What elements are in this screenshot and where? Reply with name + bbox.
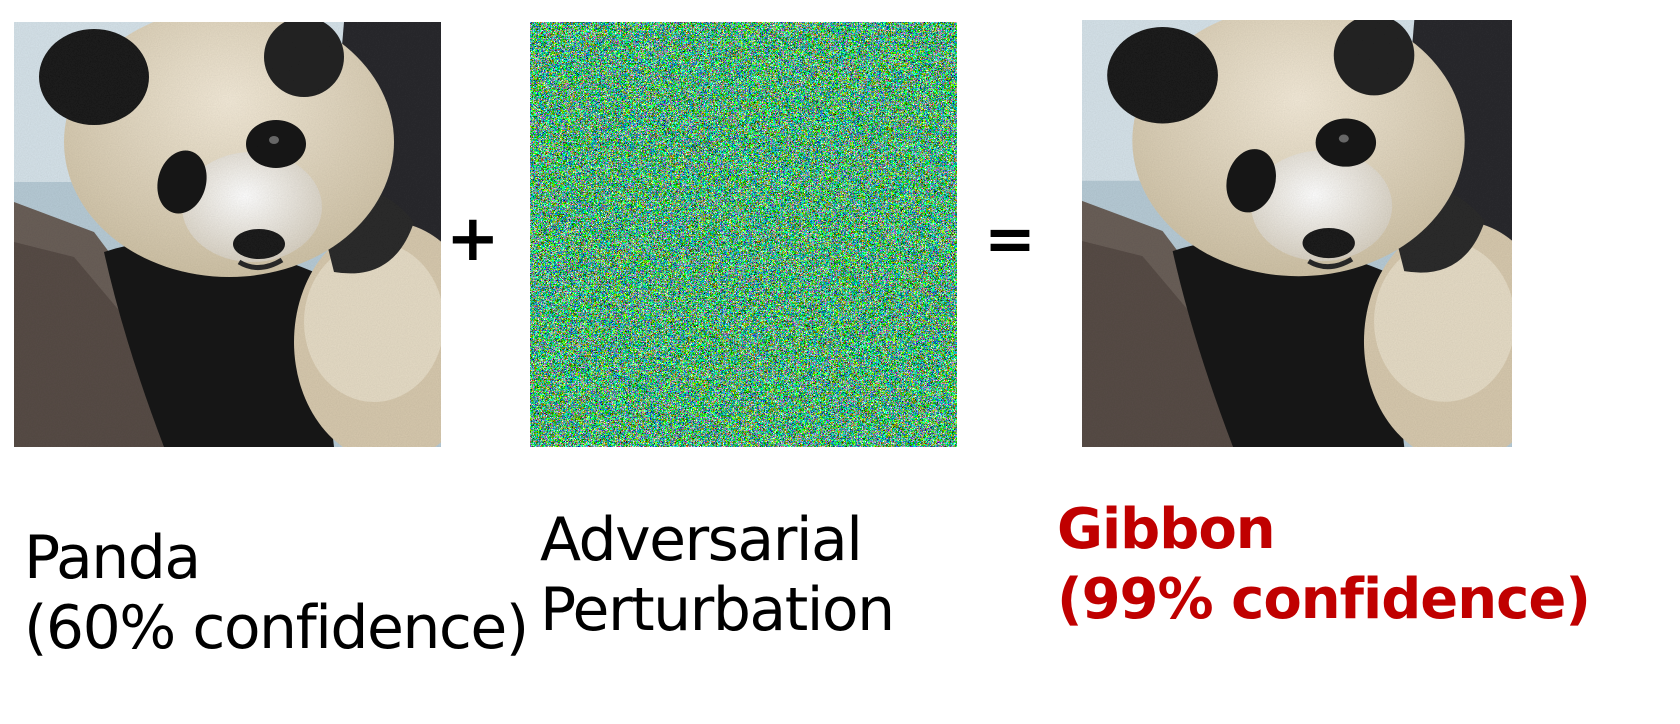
panda-image: [14, 22, 441, 447]
perturbation-caption: Adversarial Perturbation: [540, 505, 895, 645]
gibbon-label: Gibbon: [1057, 497, 1276, 562]
gibbon-confidence: (99% confidence): [1057, 567, 1591, 632]
perturbation-line2: Perturbation: [540, 575, 895, 645]
gibbon-caption: Gibbon (99% confidence): [1057, 495, 1591, 635]
perturbation-line1: Adversarial: [540, 505, 863, 575]
panda-caption: Panda (60% confidence): [24, 523, 529, 663]
equals-sign: =: [984, 202, 1036, 275]
panda-label: Panda: [24, 523, 201, 593]
panda-confidence: (60% confidence): [24, 593, 529, 663]
adversarial-noise-image: [530, 22, 957, 447]
plus-sign: +: [446, 202, 500, 276]
perturbed-panda-image: [1082, 20, 1512, 447]
